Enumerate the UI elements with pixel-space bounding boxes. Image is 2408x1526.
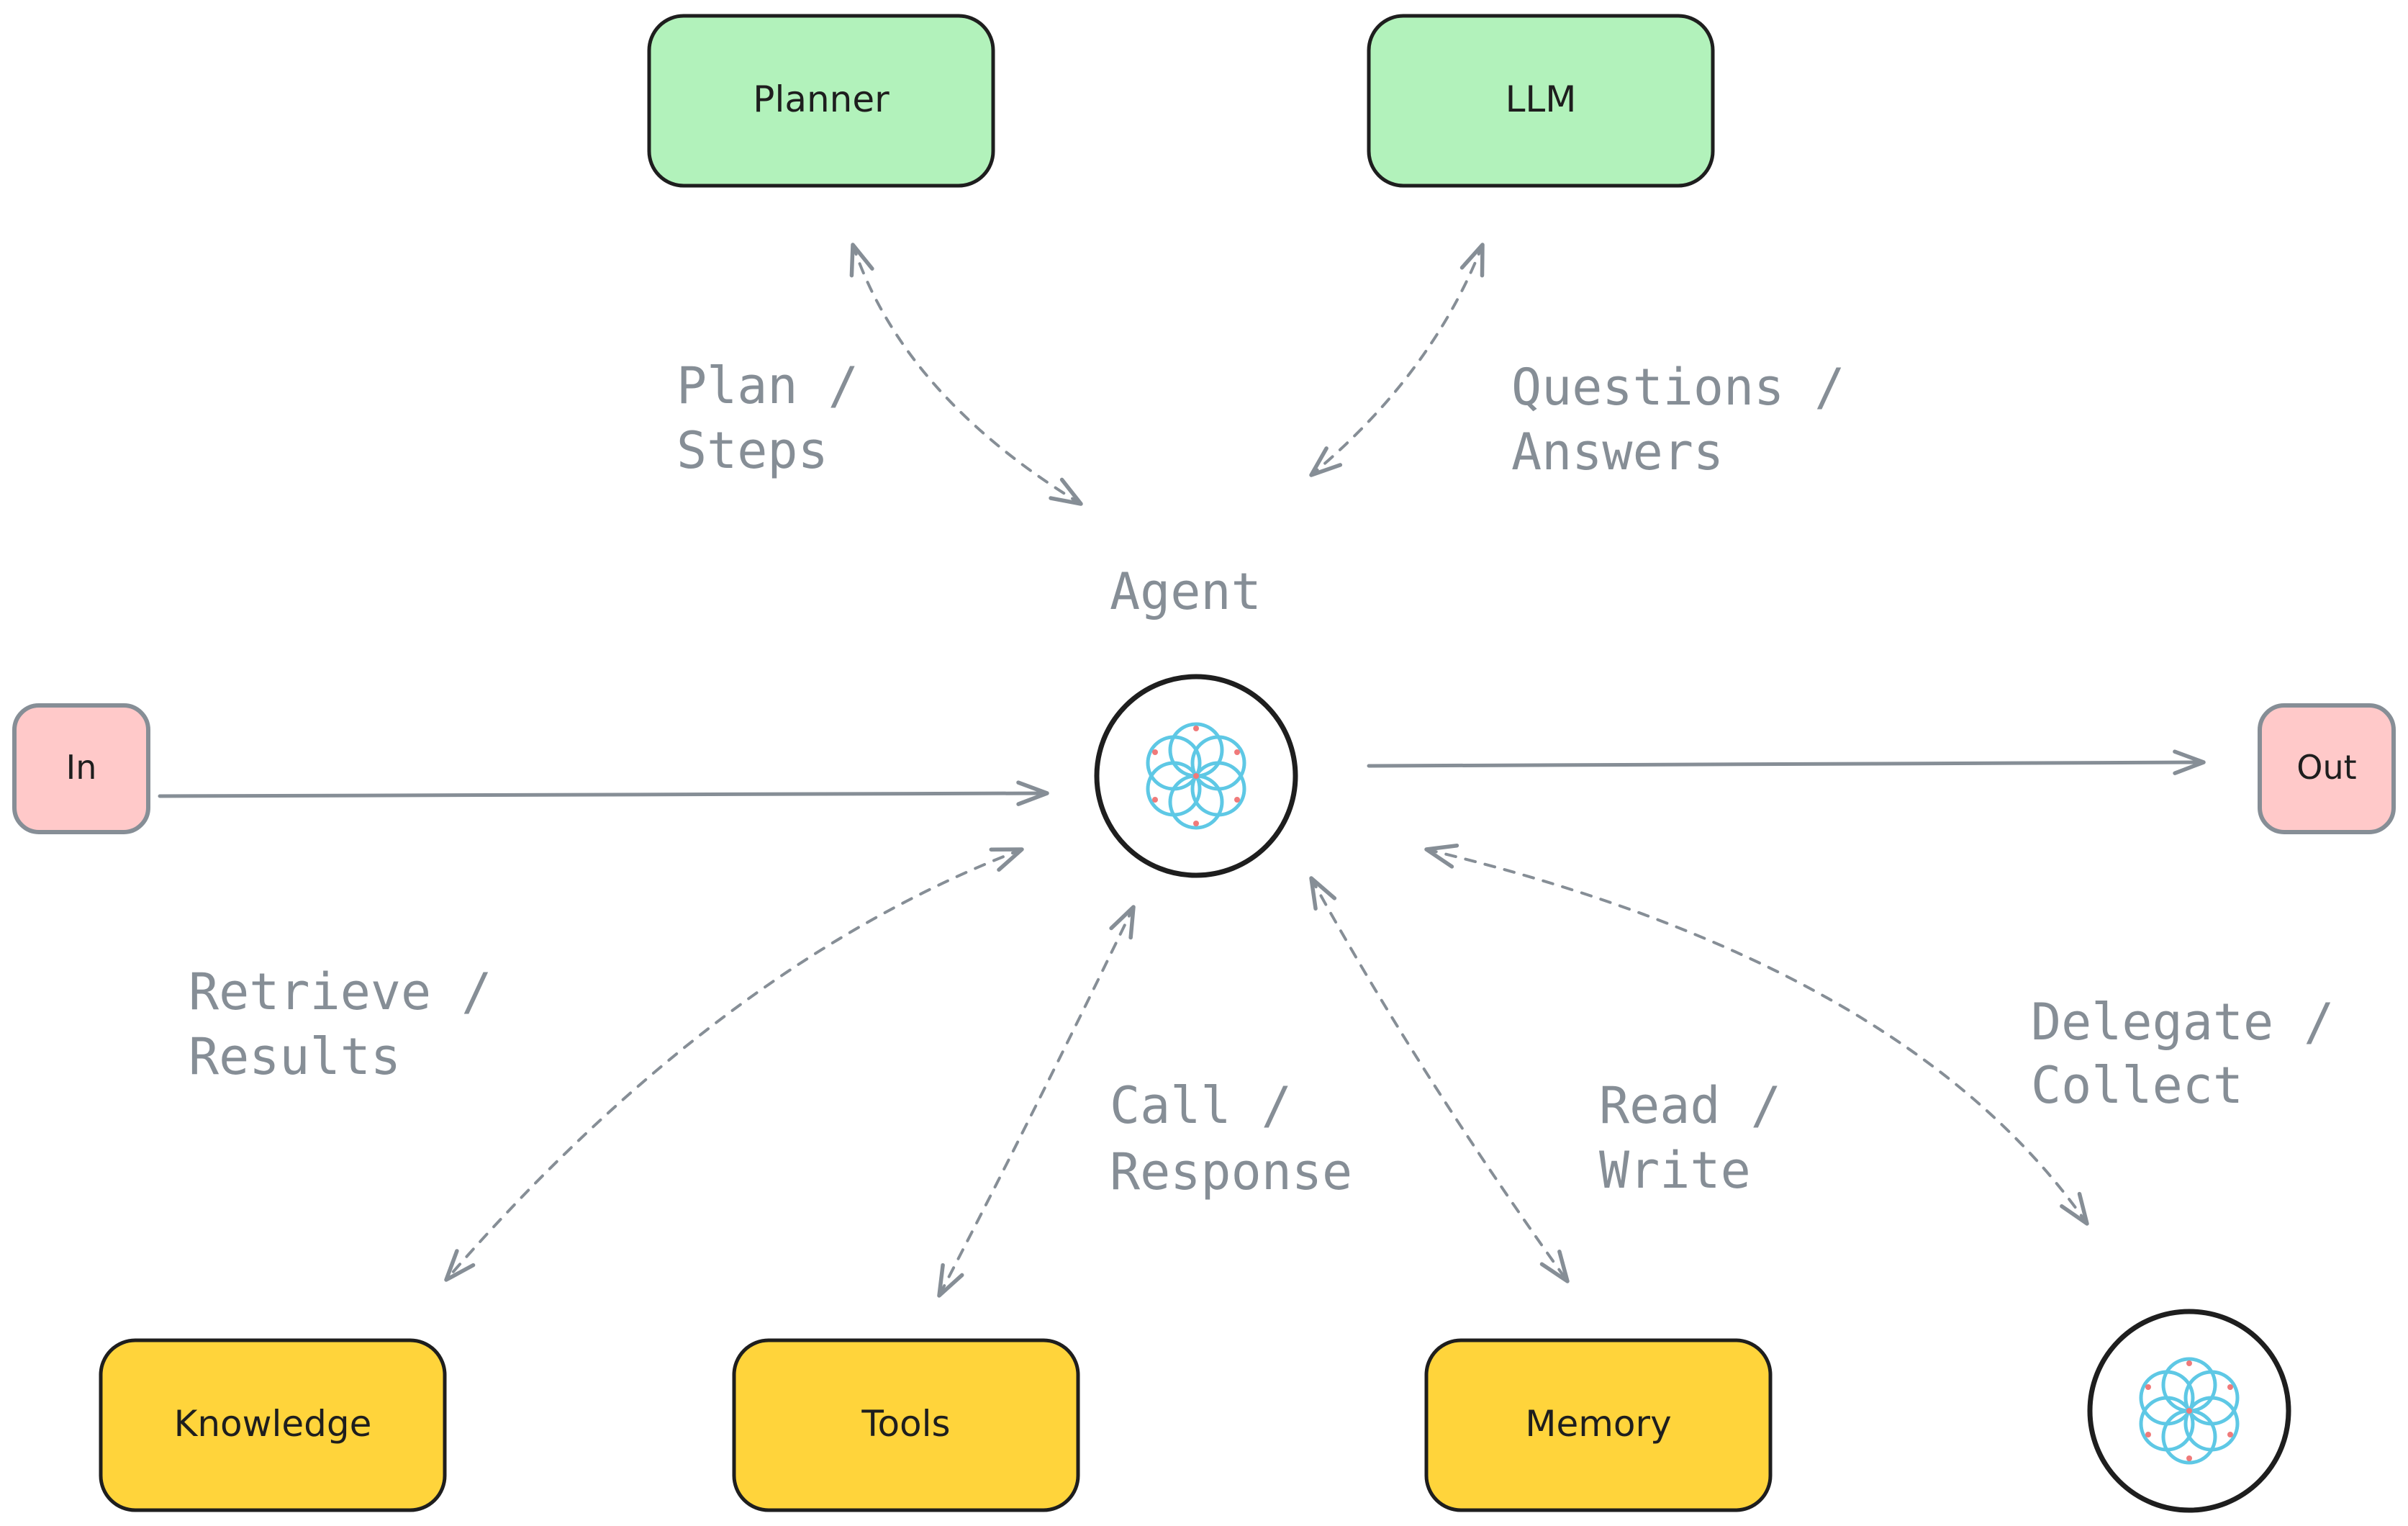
subagent-edge-label-line1: Delegate / xyxy=(2031,993,2334,1052)
input-to-agent-arrow xyxy=(158,780,1049,806)
knowledge-node[interactable]: Knowledge xyxy=(99,1338,447,1512)
subagent-edge xyxy=(1424,843,2089,1226)
memory-edge-label: Read / Write xyxy=(1599,1076,1811,1200)
planner-node[interactable]: Planner xyxy=(647,14,995,188)
agent-flower-icon xyxy=(1146,722,1246,830)
knowledge-box xyxy=(99,1338,447,1512)
memory-node[interactable]: Memory xyxy=(1424,1338,1773,1512)
planner-edge-label-line2: Steps xyxy=(676,421,828,480)
knowledge-edge xyxy=(444,847,1024,1282)
edges xyxy=(158,243,2206,1298)
llm-edge-label: Questions / Answers xyxy=(1511,358,1875,482)
planner-edge-label-line1: Plan / xyxy=(676,356,859,415)
subagent-flower-icon xyxy=(2139,1357,2240,1465)
tools-edge-label-line2: Response xyxy=(1110,1142,1352,1201)
edge-labels: Plan / Steps Questions / Answers Retriev… xyxy=(189,356,2365,1201)
planner-edge xyxy=(849,243,1083,506)
output-node[interactable]: Out xyxy=(2258,703,2396,834)
memory-edge-label-line1: Read / xyxy=(1599,1076,1781,1135)
agent-node[interactable]: Agent xyxy=(1094,562,1298,878)
knowledge-edge-label: Retrieve / Results xyxy=(189,962,522,1086)
input-label: In xyxy=(66,748,97,787)
knowledge-edge-label-line1: Retrieve / xyxy=(189,962,492,1021)
tools-box xyxy=(732,1338,1080,1512)
planner-box xyxy=(647,14,995,188)
llm-box xyxy=(1367,14,1715,188)
input-box xyxy=(12,703,150,834)
tools-edge xyxy=(937,905,1136,1298)
llm-node[interactable]: LLM xyxy=(1367,14,1715,188)
knowledge-label: Knowledge xyxy=(174,1403,372,1445)
llm-edge-label-line1: Questions / xyxy=(1511,358,1845,417)
tools-edge-label: Call / Response xyxy=(1110,1076,1352,1201)
subagent-edge-label: Delegate / Collect xyxy=(2031,993,2365,1115)
memory-label: Memory xyxy=(1525,1403,1671,1445)
output-label: Out xyxy=(2296,748,2356,787)
agent-label: Agent xyxy=(1110,562,1262,621)
input-node[interactable]: In xyxy=(12,703,150,834)
memory-edge-label-line2: Write xyxy=(1599,1141,1751,1200)
memory-edge xyxy=(1309,876,1570,1283)
llm-edge-label-line2: Answers xyxy=(1511,423,1724,482)
llm-label: LLM xyxy=(1506,78,1577,120)
output-box xyxy=(2258,703,2396,834)
tools-node[interactable]: Tools xyxy=(732,1338,1080,1512)
subagent-node[interactable] xyxy=(2087,1309,2291,1513)
knowledge-edge-label-line2: Results xyxy=(189,1027,401,1086)
llm-edge xyxy=(1309,243,1485,477)
tools-label: Tools xyxy=(861,1403,950,1445)
memory-box xyxy=(1424,1338,1773,1512)
subagent-edge-label-line2: Collect xyxy=(2031,1056,2243,1115)
planner-edge-label: Plan / Steps xyxy=(676,356,889,480)
tools-edge-label-line1: Call / xyxy=(1110,1076,1292,1135)
agent-to-output-arrow xyxy=(1367,749,2206,775)
planner-label: Planner xyxy=(753,78,890,120)
